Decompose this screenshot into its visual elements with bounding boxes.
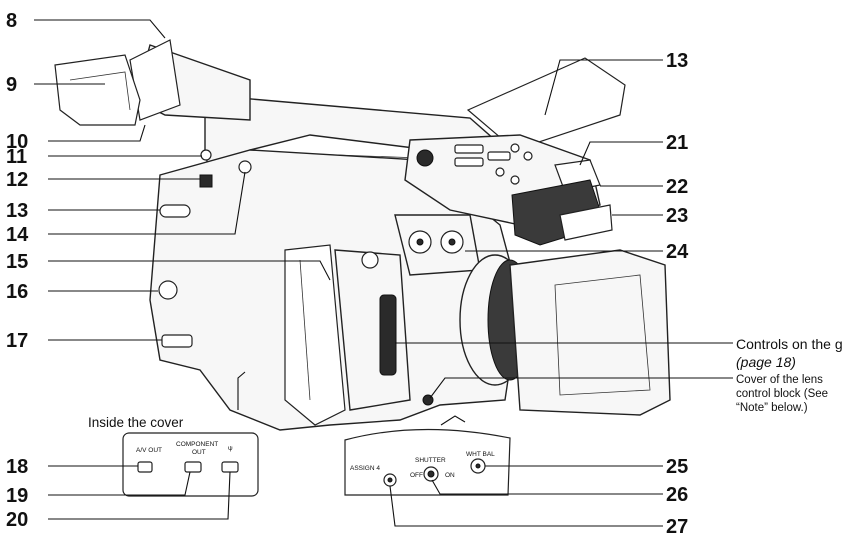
shutter-label: SHUTTER <box>415 457 446 464</box>
side-button <box>159 204 191 218</box>
top-button <box>495 167 505 177</box>
battery-release-button <box>158 280 178 300</box>
inside-cover-inset: Inside the cover A/V OUT COMPONENT OUT ψ <box>88 371 259 497</box>
leader-13b <box>544 59 663 116</box>
leader-21 <box>579 141 663 166</box>
lens-cover-line3: “Note” below.) <box>736 402 808 414</box>
eyecup-rim <box>69 71 131 111</box>
callout-19: 19 <box>6 485 28 507</box>
belt-stitch <box>299 259 311 401</box>
component-out-label-2: OUT <box>192 449 206 456</box>
assign4-label: ASSIGN 4 <box>350 465 380 472</box>
callout-9: 9 <box>6 74 17 96</box>
top-button <box>523 151 533 161</box>
leader-10 <box>48 124 146 142</box>
handle-button <box>238 160 252 174</box>
xlr-block <box>394 214 481 276</box>
xlr-pin <box>448 238 456 246</box>
leader-20 <box>48 471 231 520</box>
shutter-switch-center <box>427 470 435 478</box>
callout-13: 13 <box>6 200 28 222</box>
callout-27: 27 <box>666 516 688 538</box>
top-button <box>510 175 520 185</box>
lens-cover-line2: control block (See <box>736 388 828 400</box>
wht-bal-button-center <box>475 463 481 469</box>
callout-20: 20 <box>6 509 28 531</box>
top-button <box>487 151 511 161</box>
callout-numbers: 8 9 10 11 12 13 14 15 16 17 13 21 22 23 … <box>6 10 689 538</box>
lens-glass <box>554 274 651 396</box>
av-out-jack <box>137 461 153 473</box>
assign4-button-center <box>387 477 393 483</box>
camcorder-illustration <box>54 39 671 431</box>
grip-controls-page-ref: (page 18) <box>736 354 796 370</box>
top-button <box>454 144 484 154</box>
inside-cover-title: Inside the cover <box>88 415 184 430</box>
xlr-pin <box>416 238 424 246</box>
callout-14: 14 <box>6 224 29 246</box>
lens-hood <box>509 249 671 416</box>
callout-15: 15 <box>6 251 28 273</box>
shutter-off-label: OFF <box>410 472 423 479</box>
shutter-on-label: ON <box>445 472 455 479</box>
zoom-lever <box>416 149 434 167</box>
side-jack <box>200 149 212 161</box>
leader-8 <box>34 19 166 39</box>
callout-26: 26 <box>666 484 688 506</box>
lens-inset-leader <box>440 415 466 426</box>
leader-26 <box>431 479 663 495</box>
lens-cover-line1: Cover of the lens <box>736 374 823 386</box>
top-button <box>454 157 484 167</box>
leader-19 <box>48 471 191 496</box>
leader-15 <box>48 260 331 281</box>
component-out-jack <box>184 461 202 473</box>
grip-button <box>361 251 379 269</box>
top-button <box>510 143 520 153</box>
av-out-label: A/V OUT <box>136 447 162 454</box>
callout-25: 25 <box>666 456 688 478</box>
inset-leader <box>237 371 246 410</box>
grip-belt <box>284 244 346 426</box>
callout-16: 16 <box>6 281 28 303</box>
leader-lens-cover <box>429 377 733 399</box>
callout-24: 24 <box>666 241 689 263</box>
callout-13-right: 13 <box>666 50 688 72</box>
grip-zoom-rocker <box>379 294 397 376</box>
eyecup <box>54 54 141 126</box>
leader-14 <box>48 171 246 235</box>
callout-12: 12 <box>6 169 28 191</box>
callout-11: 11 <box>6 146 27 168</box>
annotation-labels: Controls on the grip (page 18) Cover of … <box>736 336 842 414</box>
callout-22: 22 <box>666 176 688 198</box>
usb-jack <box>221 461 239 473</box>
lens-control-inset: ASSIGN 4 SHUTTER OFF ON WHT BAL <box>344 415 511 496</box>
callout-10: 10 <box>6 131 28 153</box>
callout-23: 23 <box>666 205 688 227</box>
mic-holder <box>559 204 613 241</box>
wht-bal-label: WHT BAL <box>466 451 495 458</box>
leader-lines <box>34 19 733 527</box>
callout-8: 8 <box>6 10 17 32</box>
component-out-label-1: COMPONENT <box>176 441 218 448</box>
side-port <box>199 174 213 188</box>
callout-17: 17 <box>6 330 28 352</box>
side-switch <box>161 334 193 348</box>
grip-controls-label: Controls on the grip <box>736 336 842 352</box>
leader-27 <box>389 485 663 527</box>
callout-21: 21 <box>666 132 688 154</box>
usb-symbol: ψ <box>228 445 233 452</box>
callout-18: 18 <box>6 456 28 478</box>
